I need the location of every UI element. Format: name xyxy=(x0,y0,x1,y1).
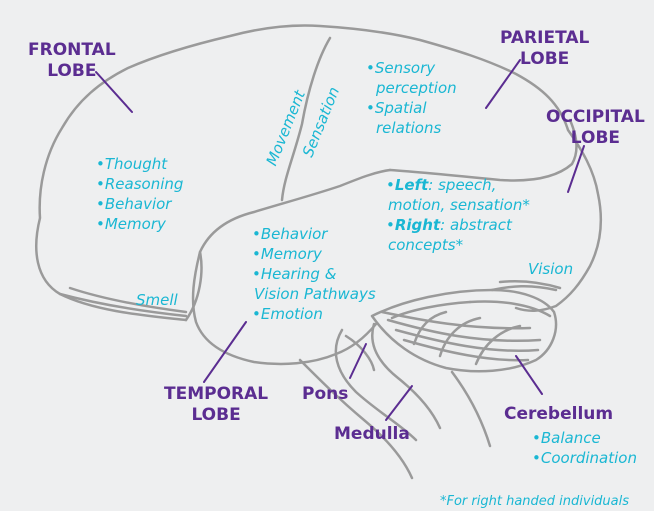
left-hemisphere-note-cont: motion, sensation* xyxy=(386,195,530,215)
temporal-pointer xyxy=(204,322,246,382)
list-item: Spatial xyxy=(366,98,457,118)
spinal-cord-back xyxy=(452,372,490,446)
parietal-function-list: Sensory perception Spatial relations xyxy=(366,58,457,138)
medulla-label: Medulla xyxy=(334,424,410,445)
list-item: Emotion xyxy=(252,304,376,324)
temporal-function-list: Behavior Memory Hearing & Vision Pathway… xyxy=(252,224,376,324)
right-hemisphere-note-cont: concepts* xyxy=(386,235,530,255)
pons-label: Pons xyxy=(302,384,348,405)
vision-label: Vision xyxy=(528,259,573,279)
list-item: Coordination xyxy=(532,448,637,468)
list-item: Balance xyxy=(532,428,637,448)
list-item: Hearing & xyxy=(252,264,376,284)
footnote: *For right handed individuals xyxy=(440,494,629,509)
spinal-cord-front xyxy=(300,360,412,478)
list-item: Sensory xyxy=(366,58,457,78)
left-hemisphere-note: Left: speech, xyxy=(386,175,530,195)
list-item: Memory xyxy=(252,244,376,264)
list-item: Thought xyxy=(96,154,183,174)
cerebellum-label: Cerebellum xyxy=(504,404,613,425)
list-item: Behavior xyxy=(96,194,183,214)
hemisphere-notes: Left: speech, motion, sensation* Right: … xyxy=(386,175,530,255)
frontal-function-list: Thought Reasoning Behavior Memory xyxy=(96,154,183,234)
list-item: perception xyxy=(366,78,457,98)
list-item: Vision Pathways xyxy=(252,284,376,304)
list-item: relations xyxy=(366,118,457,138)
list-item: Memory xyxy=(96,214,183,234)
cerebellum-folia-6 xyxy=(470,302,550,316)
pons-pointer xyxy=(350,344,366,378)
cerebellum-function-list: Balance Coordination xyxy=(532,428,637,468)
vision-pathway-1 xyxy=(492,286,556,290)
medulla-pointer xyxy=(386,386,412,420)
list-item: Reasoning xyxy=(96,174,183,194)
list-item: Behavior xyxy=(252,224,376,244)
smell-label: Smell xyxy=(136,290,178,310)
right-hemisphere-note: Right: abstract xyxy=(386,215,530,235)
